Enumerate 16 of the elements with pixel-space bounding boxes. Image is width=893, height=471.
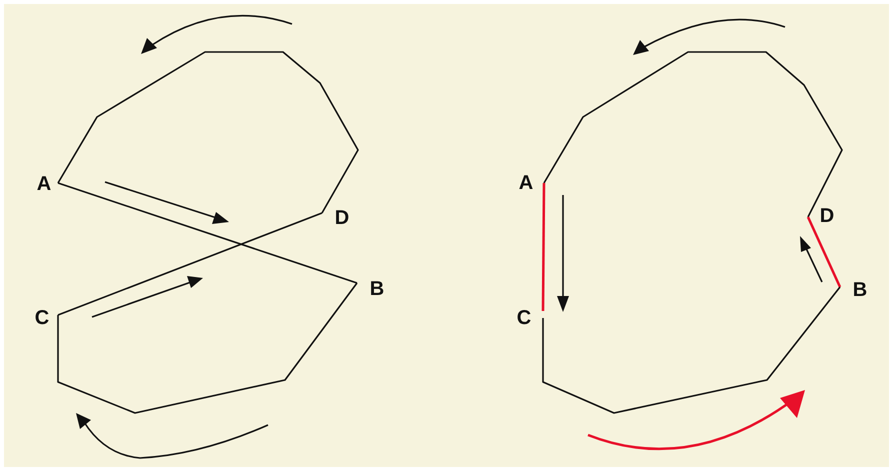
tour-edge	[543, 51, 843, 218]
tour-edge	[806, 216, 842, 288]
tour-edge	[58, 212, 322, 316]
point-label: D	[820, 206, 834, 226]
point-label: D	[334, 208, 350, 228]
point-label: B	[852, 280, 868, 300]
point-label: A	[518, 173, 534, 193]
point-label: C	[34, 308, 50, 328]
point-label: B	[370, 279, 384, 299]
tour-edge	[58, 182, 358, 284]
point-label: C	[516, 308, 532, 328]
tour-edge	[57, 51, 359, 214]
tour-edge	[542, 183, 546, 311]
tour-edge	[542, 286, 841, 414]
point-label: A	[36, 174, 52, 194]
tour-edge	[57, 282, 358, 414]
